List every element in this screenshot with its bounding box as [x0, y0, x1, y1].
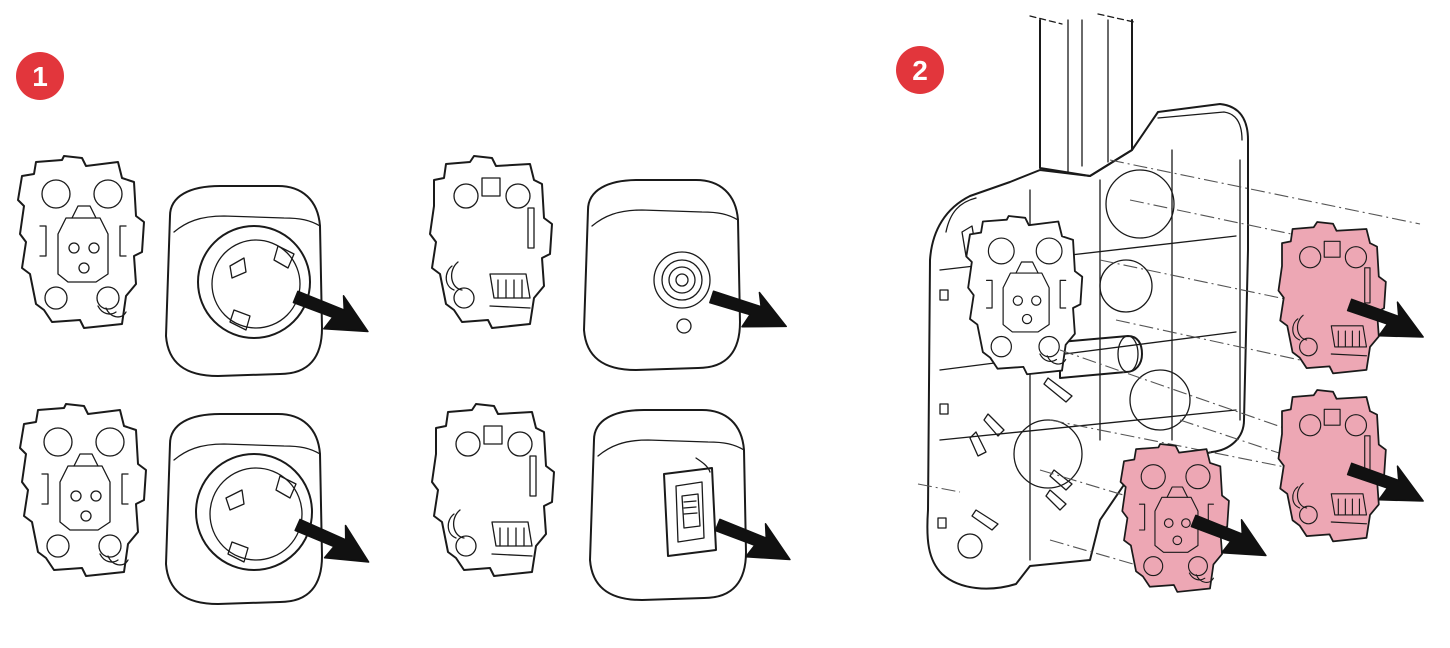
insert-frame-icon	[19, 403, 147, 577]
arrow-icon	[709, 506, 800, 574]
insert-frame-icon	[1119, 443, 1230, 593]
insert-data	[431, 403, 555, 577]
insert-socket-bottom	[19, 403, 147, 577]
schuko-socket-cover-icon	[165, 413, 323, 605]
arrow-speaker	[705, 278, 795, 341]
socket-cover-bottom	[165, 413, 323, 605]
installed-insert	[965, 215, 1084, 376]
insert-speaker	[429, 155, 553, 329]
box-clips	[969, 377, 1073, 531]
mounting-box	[926, 103, 1249, 590]
schuko-socket-cover-icon	[165, 185, 323, 377]
socket-cover-top	[165, 185, 323, 377]
arrow-icon	[705, 278, 795, 341]
multi-gang-mounting-box-icon	[926, 103, 1249, 590]
step-1-badge: 1	[16, 52, 64, 100]
insert-frame-icon	[965, 215, 1084, 376]
step-2-badge: 2	[896, 46, 944, 94]
insert-incoming-middle-right	[1277, 389, 1387, 543]
insert-frame-icon	[17, 155, 145, 329]
step-2-label: 2	[912, 55, 928, 86]
insert-frame-icon	[1277, 221, 1387, 375]
conduit	[1029, 13, 1135, 177]
step-2-badge-circle	[896, 46, 944, 94]
data-cover	[589, 409, 747, 601]
insert-frame-icon	[1277, 389, 1387, 543]
insert-frame-icon	[429, 155, 553, 329]
speaker-cover	[583, 179, 741, 371]
insert-socket-top	[17, 155, 145, 329]
arrow-data	[709, 506, 800, 574]
step-1-badge-circle	[16, 52, 64, 100]
step-1-label: 1	[32, 61, 48, 92]
insert-incoming-bottom	[1119, 443, 1230, 593]
insert-incoming-top-right	[1277, 221, 1387, 375]
insert-frame-icon	[431, 403, 555, 577]
data-jack-cover-icon	[589, 409, 747, 601]
